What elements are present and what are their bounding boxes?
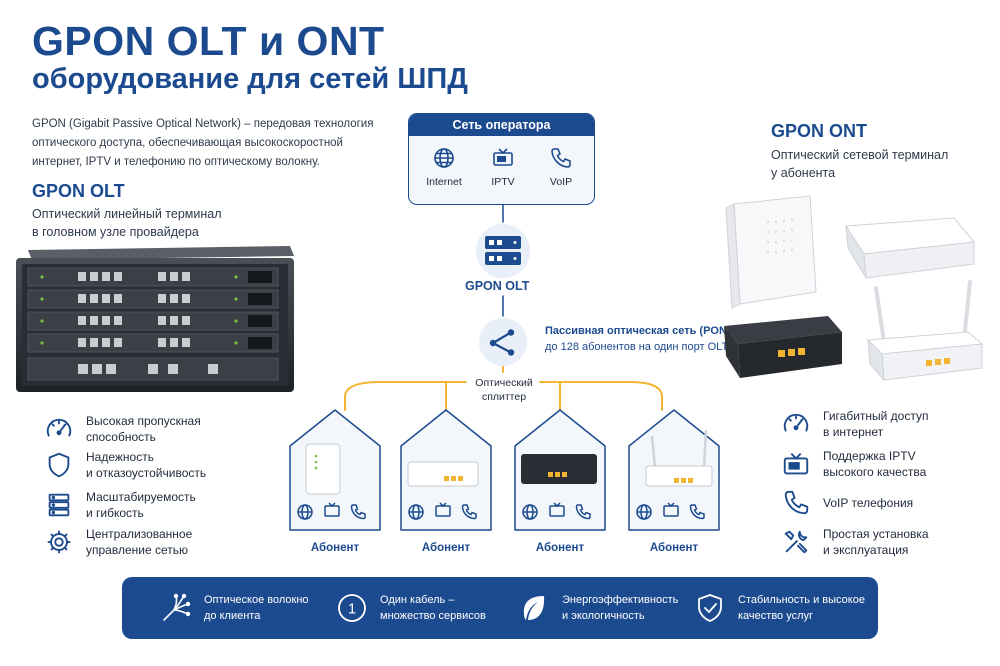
operator-network-box: Сеть оператора Internet IPTV VoIP	[408, 113, 595, 205]
server-stack-icon	[48, 493, 70, 517]
globe-icon	[434, 148, 454, 168]
speedometer-icon	[46, 418, 72, 437]
page-title: GPON OLT и ONT	[32, 18, 385, 64]
speedometer-icon	[783, 413, 809, 432]
service-voip: VoIP	[531, 146, 591, 188]
service-internet: Internet	[414, 146, 474, 188]
operator-network-title: Сеть оператора	[409, 114, 594, 136]
phone-icon	[784, 490, 809, 515]
olt-title: GPON OLT	[32, 181, 125, 201]
house-1	[289, 409, 381, 531]
house-4	[628, 409, 720, 531]
pon-description: Пассивная оптическая сеть (PON) до 128 а…	[545, 325, 731, 353]
splitter-label: Оптический сплиттер	[475, 377, 533, 403]
subscriber-label-3: Абонент	[535, 542, 585, 554]
olt-subtitle: Оптический линейный терминал в головном …	[32, 207, 222, 239]
tv-icon	[493, 148, 513, 166]
subscriber-houses	[289, 409, 720, 531]
gear-icon	[47, 530, 71, 554]
ont-devices-image	[724, 195, 984, 382]
shield-check-icon	[698, 594, 722, 622]
benefit-one-cable: 1 Один кабель –множество сервисов	[336, 577, 486, 639]
house-2	[400, 409, 492, 531]
number-one-icon: 1	[338, 594, 366, 622]
olt-node-icon	[476, 224, 530, 278]
ont-title: GPON ONT	[771, 121, 868, 141]
ont-feature-voip: VoIP телефония	[781, 488, 913, 518]
subscriber-label-1: Абонент	[310, 542, 360, 554]
tv-icon	[783, 453, 809, 475]
olt-node-label: GPON OLT	[465, 279, 530, 293]
tools-icon	[784, 530, 808, 554]
page-subtitle: оборудование для сетей ШПД	[32, 63, 468, 95]
intro-text: GPON (Gigabit Passive Optical Network) –…	[32, 118, 374, 168]
svg-text:1: 1	[348, 601, 356, 618]
subscriber-label-2: Абонент	[421, 542, 471, 554]
shield-icon	[48, 452, 70, 478]
fiber-icon	[163, 593, 191, 621]
house-3	[514, 409, 606, 531]
subscriber-label-4: Абонент	[649, 542, 699, 554]
olt-chassis-image	[16, 246, 294, 392]
phone-icon	[551, 148, 571, 168]
leaf-icon	[523, 596, 545, 620]
service-iptv: IPTV	[473, 146, 533, 188]
ont-subtitle: Оптический сетевой терминал у абонента	[771, 148, 949, 180]
splitter-icon	[479, 318, 527, 366]
